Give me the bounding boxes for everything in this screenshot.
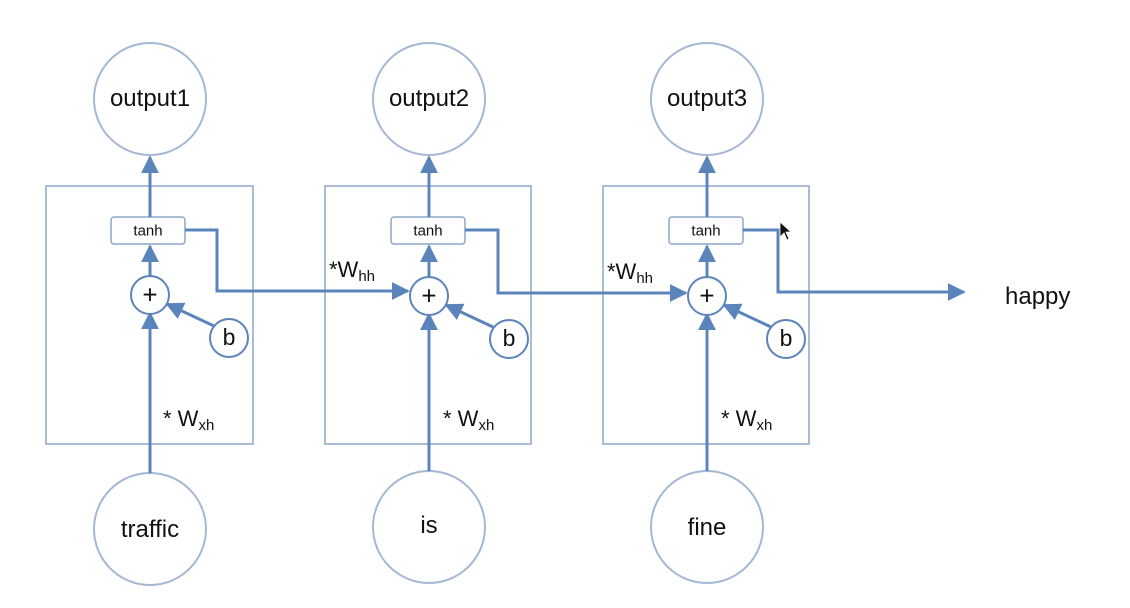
bias-label-1: b [222, 324, 236, 351]
input-label-3: fine [687, 514, 727, 541]
recurrent-weight-label-2: *Whh [607, 259, 654, 287]
output-node-2 [372, 42, 486, 156]
input-weight-label-3: * Wxh [721, 406, 773, 434]
recurrent-arrow-2 [465, 228, 688, 302]
output-label-3: output3 [666, 85, 748, 112]
mouse-cursor-icon [779, 221, 793, 241]
output-label-1: output1 [109, 85, 191, 112]
bias-label-3: b [779, 325, 793, 352]
bias-node-2 [489, 319, 529, 359]
sum-node-1 [130, 275, 170, 315]
input-weight-label-1: * Wxh [163, 406, 215, 434]
final-output-arrow [743, 228, 966, 301]
output-label-2: output2 [388, 85, 470, 112]
final-output-label: happy [1005, 283, 1071, 310]
input-weight-label-2: * Wxh [443, 406, 495, 434]
bias-node-1 [209, 318, 249, 358]
sum-node-2 [409, 276, 449, 316]
recurrent-arrow-1 [185, 228, 410, 300]
tanh-label-2: tanh [413, 222, 443, 240]
input-label-1: traffic [120, 516, 180, 543]
bias-arrow-2 [444, 303, 494, 329]
bias-arrow-1 [165, 302, 215, 328]
input-label-2: is [420, 512, 438, 539]
bias-node-3 [766, 319, 806, 359]
tanh-label-1: tanh [133, 222, 163, 240]
recurrent-weight-label-1: *Whh [329, 257, 376, 285]
sum-label-3: + [699, 280, 715, 311]
sum-label-1: + [142, 279, 158, 310]
sum-label-2: + [421, 280, 437, 311]
output-node-1 [93, 42, 207, 156]
bias-label-2: b [502, 325, 516, 352]
output-node-3 [650, 42, 764, 156]
bias-arrow-3 [722, 303, 772, 329]
sum-node-3 [687, 276, 727, 316]
tanh-label-3: tanh [691, 222, 721, 240]
